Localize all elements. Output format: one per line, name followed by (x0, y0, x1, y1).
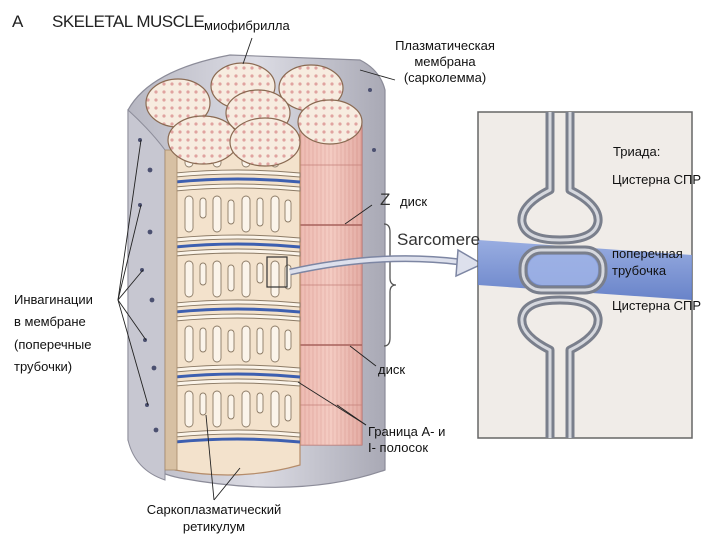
label-invag-1: Инвагинации (14, 292, 93, 307)
panel-letter: A (12, 12, 23, 31)
leader-lines (117, 37, 611, 501)
label-ab-border-1: Граница А- и (368, 424, 446, 439)
label-t-tubule-1: поперечная (612, 246, 683, 261)
label-plasma-membrane-1: Плазматическая (395, 38, 495, 53)
zoom-arrow (289, 248, 484, 278)
label-disc-top: диск (400, 194, 428, 209)
panel-title: SKELETAL MUSCLE (52, 12, 205, 31)
label-cistern-bottom: Цистерна СПР (612, 298, 702, 313)
myofibril-with-sr (164, 134, 301, 476)
label-sarcomere: Sarcomere (397, 230, 481, 249)
label-invag-2: в мембране (14, 314, 86, 329)
sarcomere-bracket (383, 223, 397, 347)
label-disc-bottom: диск (378, 362, 406, 377)
label-ab-border-2: I- полосок (368, 440, 429, 455)
label-sr-1: Саркоплазматический (146, 502, 282, 517)
sr-tubules (184, 144, 292, 428)
label-invag-4: трубочки) (14, 359, 73, 374)
triad-inset (477, 111, 693, 439)
z-letter: Z (380, 190, 391, 209)
label-triad: Триада: (613, 144, 661, 159)
myofibril-cross-sections (145, 62, 363, 167)
triad-marker (266, 256, 288, 288)
label-plasma-membrane-3: (сарколемма) (403, 70, 487, 85)
label-myofibril: миофибрилла (204, 18, 290, 33)
label-plasma-membrane-2: мембрана (414, 54, 476, 69)
label-cistern-top: Цистерна СПР (612, 172, 702, 187)
label-invag-3: (поперечные (14, 337, 92, 352)
label-sr-2: ретикулум (182, 519, 246, 534)
t-tubule-bands (174, 177, 301, 444)
myofibril-bundle-right (299, 124, 363, 446)
sr-cisterns (174, 169, 301, 438)
t-tubule-openings (138, 88, 376, 433)
label-t-tubule-2: трубочка (612, 263, 667, 278)
